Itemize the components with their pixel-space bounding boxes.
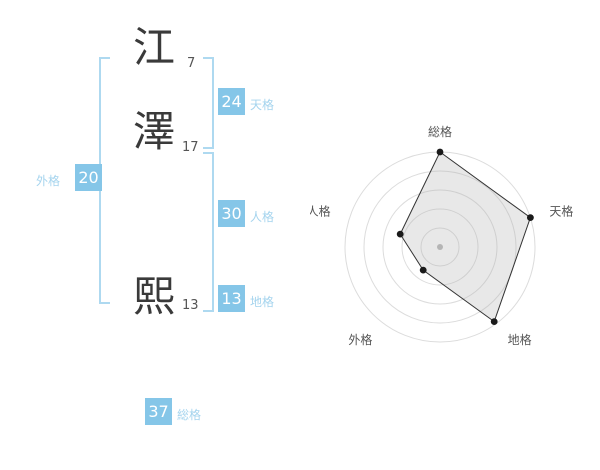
radar-vertex-dot	[436, 148, 444, 156]
soukaku-value-box: 37	[145, 398, 172, 425]
jinkaku-label: 人格	[250, 210, 275, 224]
name-char-2: 澤	[133, 107, 176, 156]
radar-ring	[363, 170, 517, 324]
radar-center-dot	[437, 244, 443, 250]
tenkaku-label: 天格	[250, 98, 275, 112]
radar-vertex-dot	[527, 214, 534, 221]
stroke-count-3: 13	[182, 298, 199, 313]
radar-vertex-dot	[490, 318, 498, 325]
tenkaku-value-box: 24	[218, 88, 245, 115]
radar-axis-label: 地格	[508, 332, 532, 347]
name-char-1: 江	[133, 23, 176, 72]
radar-axis-label: 人格	[310, 204, 331, 219]
tenkaku-bracket	[203, 57, 214, 149]
radar-ring	[420, 227, 460, 267]
jinkaku-bracket	[203, 152, 214, 312]
radar-axis-label: 外格	[348, 332, 372, 347]
stroke-count-2: 17	[182, 140, 199, 155]
gaikaku-value-box: 20	[75, 164, 102, 191]
radar-ring	[382, 189, 498, 305]
radar-axis-label: 総格	[428, 124, 452, 139]
radar-axis-label: 天格	[549, 204, 573, 219]
jinkaku-value-box: 30	[218, 200, 245, 227]
gaikaku-label: 外格	[36, 174, 61, 188]
radar-vertex-dot	[419, 266, 427, 274]
stroke-count-1: 7	[187, 56, 196, 71]
soukaku-label: 総格	[177, 408, 202, 422]
radar-ring	[401, 208, 479, 286]
chikaku-label: 地格	[250, 295, 275, 309]
name-char-3: 熙	[133, 272, 176, 321]
radar-vertex-dot	[396, 230, 404, 238]
radar-data-polygon	[399, 151, 531, 323]
chikaku-value-box: 13	[218, 285, 245, 312]
